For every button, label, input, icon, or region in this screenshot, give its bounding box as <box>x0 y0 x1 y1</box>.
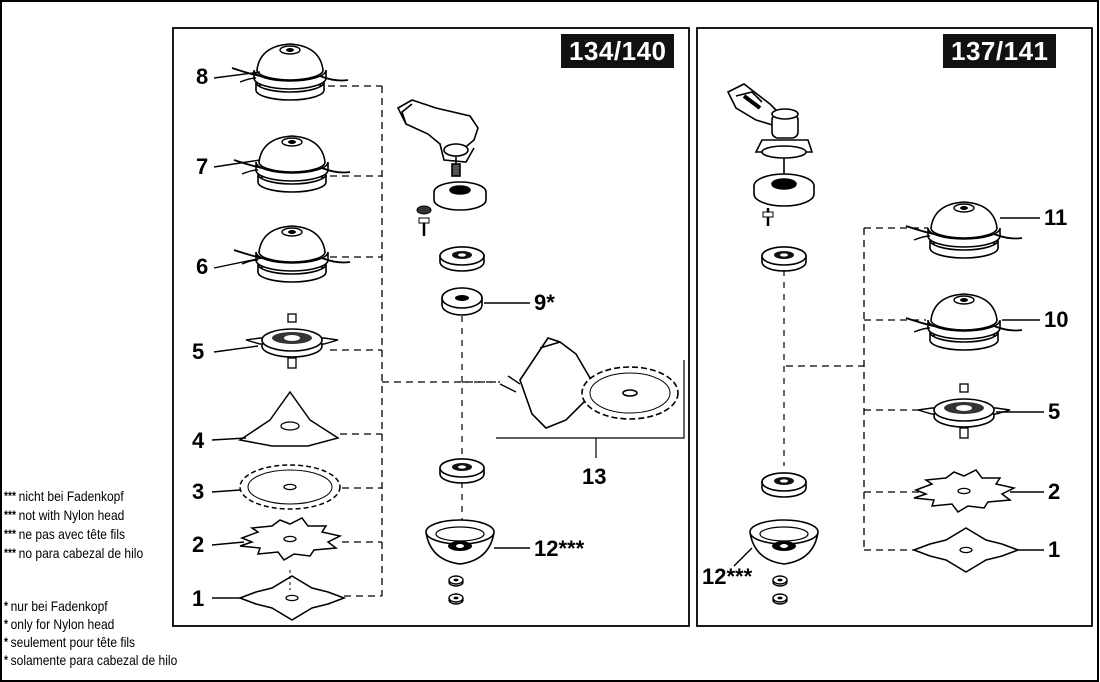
trimmer-head-6 <box>233 225 351 283</box>
trimmer-head-10 <box>905 293 1023 351</box>
trimmer-head-11 <box>905 201 1023 259</box>
cup-12-right <box>749 519 819 565</box>
label-part-7: 7 <box>196 154 209 179</box>
label-part-8: 8 <box>196 64 209 89</box>
note-only-head-fr: *seulement pour tête fils <box>4 634 136 650</box>
label-part-11: 11 <box>1044 205 1068 230</box>
trimmer-head-7 <box>233 135 351 193</box>
label-part-6: 6 <box>196 254 209 279</box>
label-part-1-right: 1 <box>1048 537 1061 562</box>
note-only-head-de: *nur bei Fadenkopf <box>4 598 108 614</box>
nylon-head-adapter-9 <box>441 287 483 316</box>
label-part-12-left: 12*** <box>534 536 585 561</box>
note-only-head-es: *solamente para cabezal de hilo <box>4 652 178 668</box>
saw-guard-13 <box>519 337 679 429</box>
label-part-9: 9* <box>534 290 555 315</box>
label-part-2-right: 2 <box>1048 479 1061 504</box>
cup-12-left <box>425 519 495 565</box>
label-part-4: 4 <box>192 428 205 453</box>
label-part-2: 2 <box>192 532 205 557</box>
model-badge-right: 137/141 <box>943 34 1057 68</box>
note-not-with-head-en: ***not with Nylon head <box>4 507 125 523</box>
saw-blade-3 <box>239 464 341 510</box>
label-part-12-right: 12*** <box>702 564 753 589</box>
label-part-1: 1 <box>192 586 205 611</box>
blade-holder-5 <box>245 313 339 369</box>
four-tooth-blade-1 <box>239 575 345 621</box>
note-not-with-head-fr: ***ne pas avec tête fils <box>4 526 126 542</box>
gear-head-left <box>396 99 487 211</box>
trimmer-head-8 <box>231 43 349 101</box>
four-tooth-blade-1-right <box>913 527 1019 573</box>
three-tooth-blade-4 <box>238 390 340 447</box>
label-part-5-right: 5 <box>1048 399 1061 424</box>
gear-head-right <box>726 83 815 207</box>
note-not-with-head-es: ***no para cabezal de hilo <box>4 545 144 561</box>
note-not-with-head-de: ***nicht bei Fadenkopf <box>4 488 124 504</box>
label-part-5: 5 <box>192 339 205 364</box>
note-only-head-en: *only for Nylon head <box>4 616 115 632</box>
blade-holder-5-right <box>917 383 1011 439</box>
label-part-3: 3 <box>192 479 205 504</box>
label-part-13: 13 <box>582 464 607 489</box>
eight-tooth-blade-2-right <box>913 469 1015 513</box>
model-badge-left: 134/140 <box>561 34 675 68</box>
label-part-10: 10 <box>1044 307 1069 332</box>
eight-tooth-blade-2 <box>239 517 341 561</box>
